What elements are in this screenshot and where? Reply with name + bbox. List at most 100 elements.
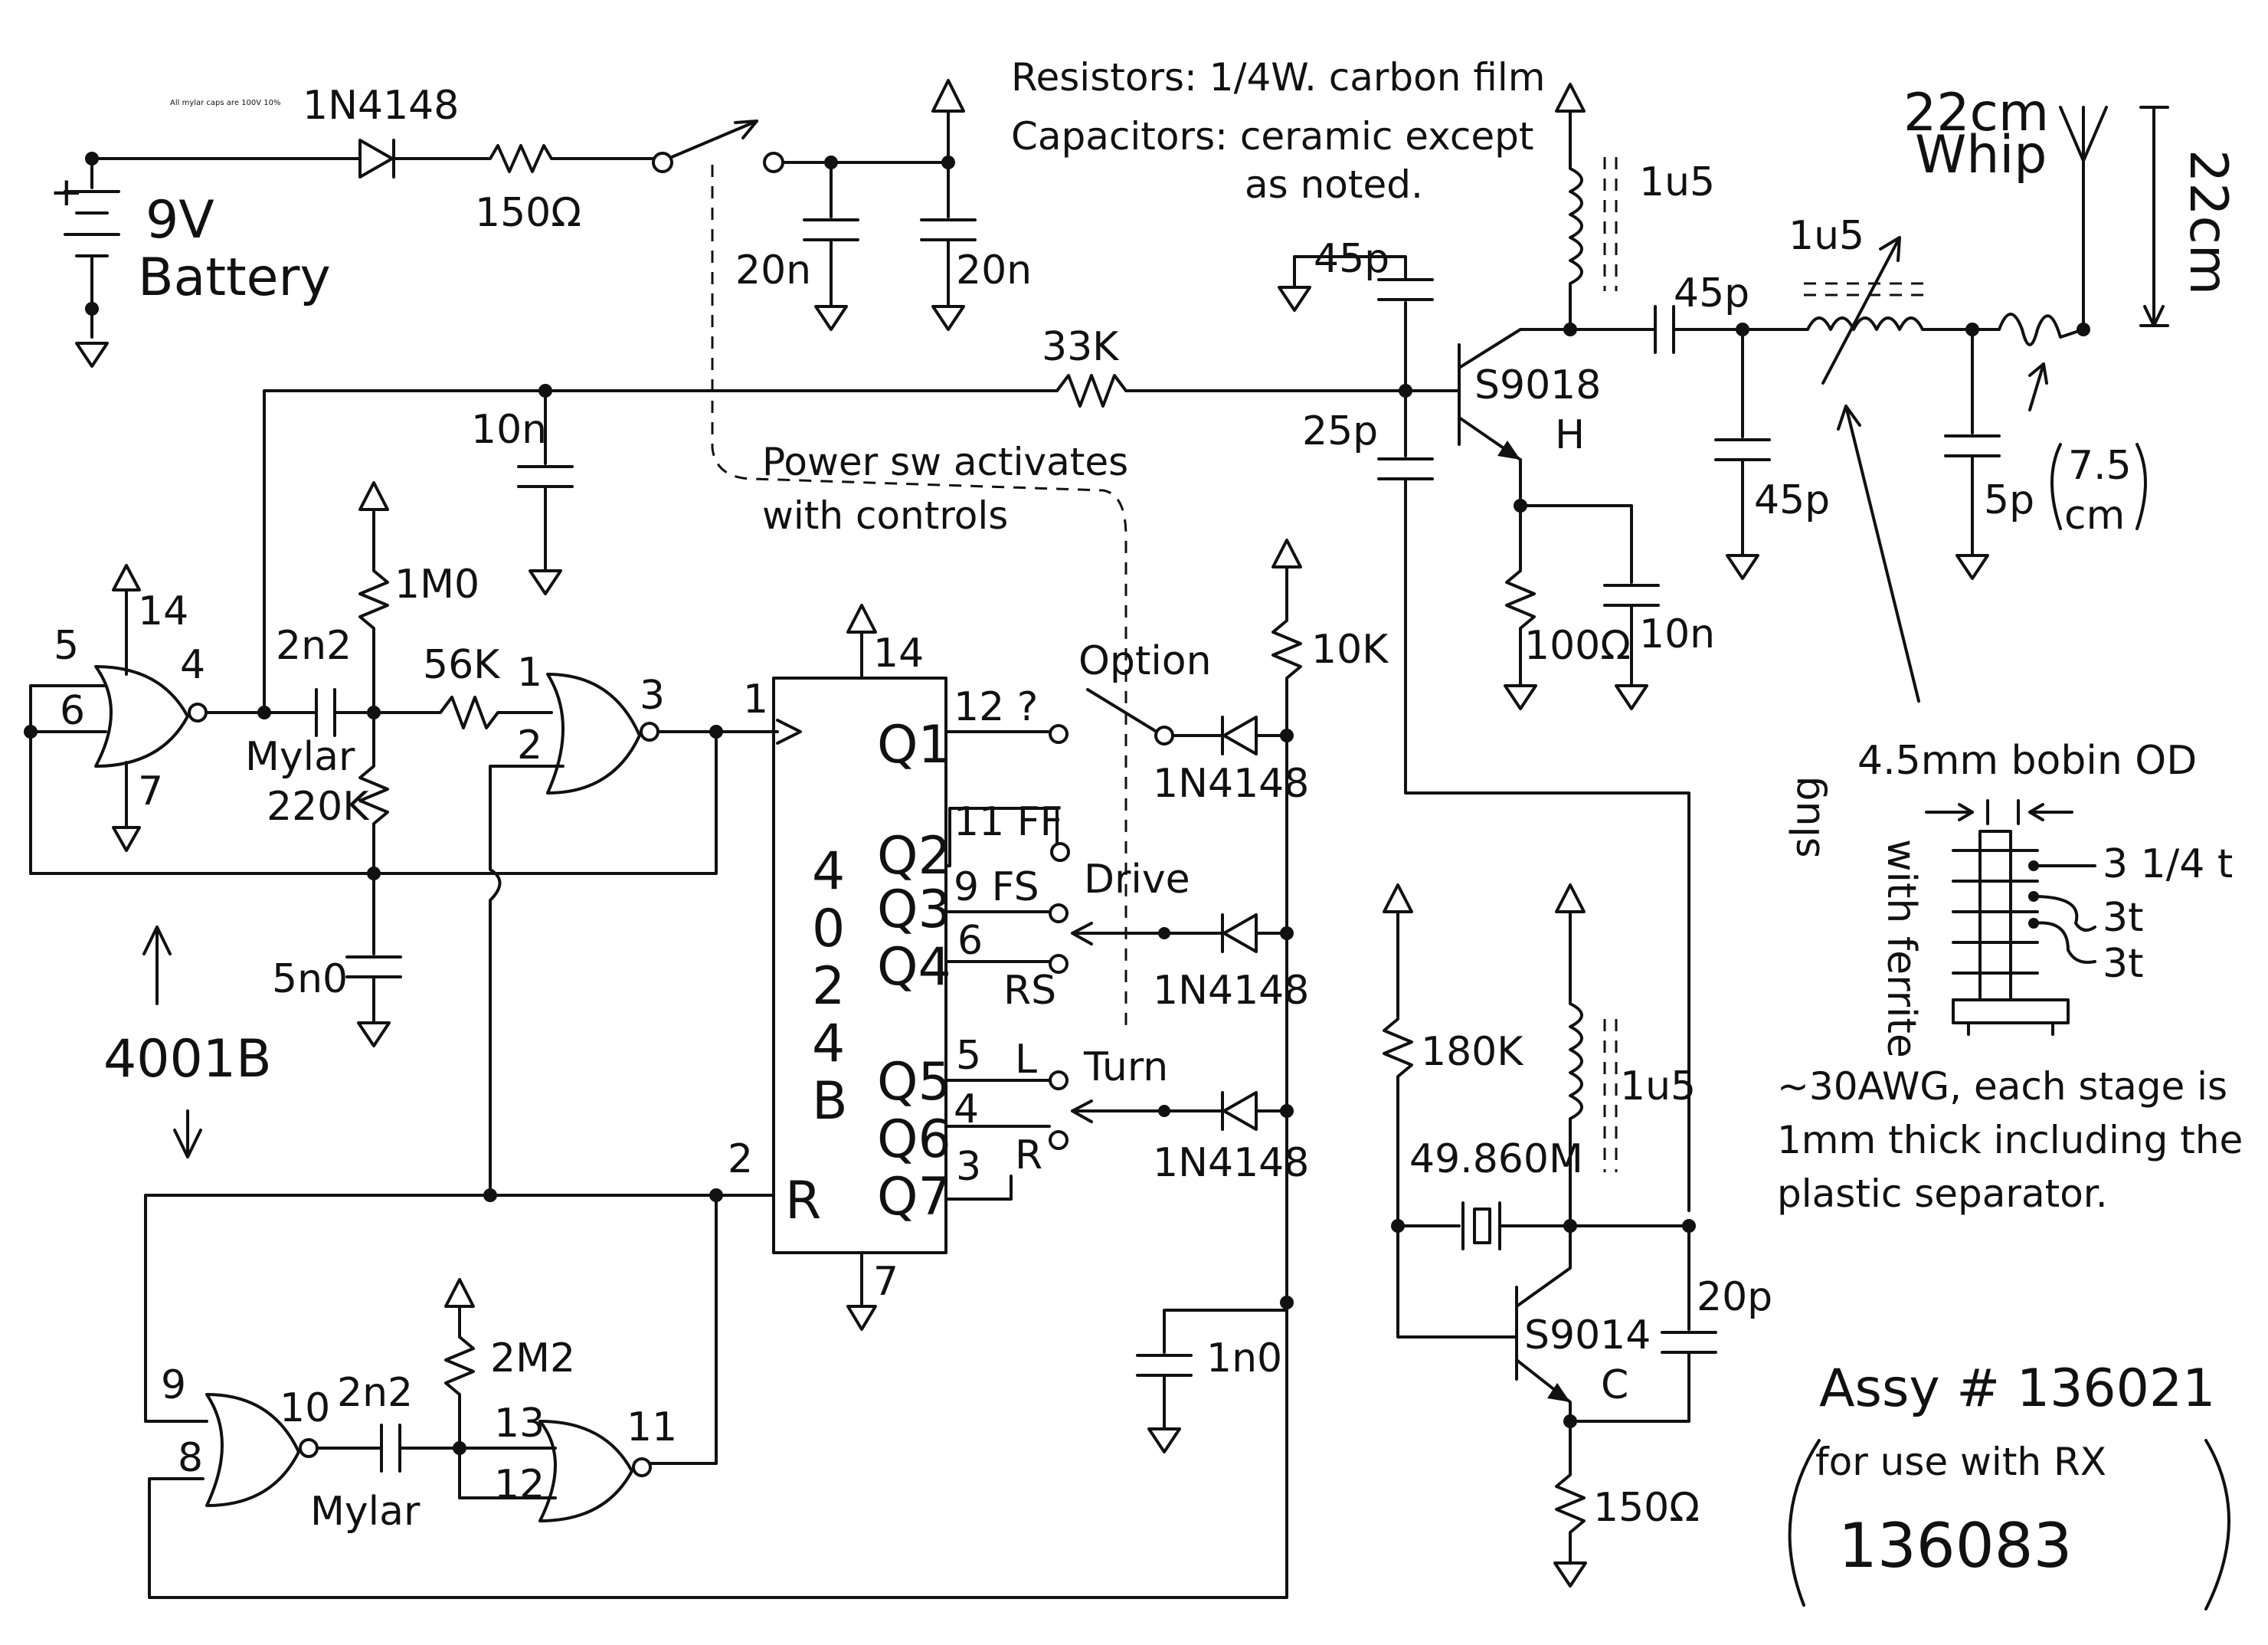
reset-oscillator-section: 9 8 10 2n2 Mylar 2M2 13 12 11 <box>144 1188 775 1535</box>
nor-gate-1 <box>94 665 189 768</box>
pin-label: 13 <box>494 1401 545 1447</box>
diode-option-label: 1N4148 <box>1153 761 1309 807</box>
diode-turn <box>1221 1091 1258 1131</box>
power-switch-note-1: Power sw activates <box>762 440 1128 484</box>
cap-10n-right-label: 10n <box>1639 611 1715 657</box>
ic-name-char: 2 <box>812 956 845 1017</box>
battery-plus: + <box>50 169 83 215</box>
transistor-s9014-grade: C <box>1601 1362 1628 1408</box>
switch-section: Option 1N4148 Drive 1N4148 Turn 1N4148 1… <box>148 539 1389 1599</box>
diode-drive-label: 1N4148 <box>1153 968 1309 1014</box>
whip-label-2: Whip <box>1915 125 2047 185</box>
ic-name-char: 4 <box>812 841 845 902</box>
cap-20n-b-label: 20n <box>956 247 1032 293</box>
pin-label: 9 <box>161 1362 186 1408</box>
transistor-s9014-label: S9014 <box>1524 1312 1651 1358</box>
nor-gate-4 <box>538 1420 633 1522</box>
pin-label: 14 <box>873 631 924 677</box>
pin-label: 3 <box>640 673 665 719</box>
resistors-note: Resistors: 1/4W. carbon film <box>1011 55 1545 100</box>
power-switch-note-2: with controls <box>762 493 1008 538</box>
pin-label: 12 ? <box>954 684 1038 730</box>
pin-label: 4 <box>180 642 205 688</box>
vplus-arrow-top <box>931 79 965 113</box>
battery-symbol <box>64 190 120 257</box>
transistor-s9018 <box>1404 328 1522 507</box>
transistor-s9014 <box>1396 1224 1572 1423</box>
switch-turn-label: Turn <box>1083 1044 1168 1090</box>
resistor-56k-label: 56K <box>423 642 501 688</box>
counter-section: 14 7 2 4 0 2 4 B R Q1 Q2 Q3 Q4 Q5 Q6 Q7 … <box>728 604 1070 1331</box>
cap-45p-c-label: 45p <box>1754 477 1830 523</box>
switch-drive-label: Drive <box>1084 857 1190 903</box>
assembly-note: Assy # 136021 for use with RX 136083 <box>1788 1358 2230 1611</box>
mylar-a-label: Mylar <box>245 734 355 780</box>
length-7-5-label: 7.5 <box>2068 443 2132 489</box>
diode-input-label: 1N4148 <box>303 83 459 129</box>
ferrite-label: with ferrite <box>1878 839 1924 1058</box>
resistor-100-label: 100Ω <box>1524 623 1631 669</box>
pin-label: 7 <box>138 768 163 814</box>
ic-reset-label: R <box>785 1171 821 1231</box>
cap-45p-a-label: 45p <box>1314 236 1389 282</box>
battery-voltage-label: 9V <box>146 190 214 251</box>
resistor-150-bot-label: 150Ω <box>1593 1485 1700 1531</box>
pin-label: RS <box>1003 968 1056 1014</box>
output-q5: Q5 <box>877 1052 951 1113</box>
cap-45p-b-label: 45p <box>1674 270 1749 316</box>
rf-stage-section: 45p 25p S9018 H 1u5 45p 45p 1u5 5p <box>1278 83 2238 1212</box>
cap-5n0-label: 5n0 <box>272 956 348 1002</box>
cap-20n-a-label: 20n <box>735 247 811 293</box>
clock-input-symbol <box>776 719 802 745</box>
pin-label: 7 <box>873 1259 898 1305</box>
resistor-10k-label: 10K <box>1311 627 1389 673</box>
length-cm-label: cm <box>2064 493 2125 539</box>
power-switch-pivot <box>652 152 673 173</box>
bobbin-label: 4.5mm bobin OD <box>1857 738 2197 784</box>
nor-gate-2 <box>546 673 641 795</box>
pin-label: 1 <box>743 677 768 723</box>
inductor-1u5-c-label: 1u5 <box>1620 1063 1696 1109</box>
power-switch-contact <box>763 152 784 173</box>
coil-detail: 4.5mm bobin OD 3 1/4 t 3t 3t slug with f… <box>1777 738 2243 1216</box>
output-q7: Q7 <box>877 1167 951 1227</box>
pin-label: 4 <box>954 1086 979 1132</box>
cap-20p-label: 20p <box>1697 1274 1772 1320</box>
crystal-label: 49.860M <box>1409 1136 1583 1182</box>
ground-symbol <box>75 342 109 368</box>
diode-drive <box>1221 913 1258 953</box>
pin-label: 12 <box>494 1462 545 1508</box>
mylar-b-label: Mylar <box>310 1489 421 1535</box>
ic-name-char: B <box>812 1071 848 1132</box>
pin-label: L <box>1015 1037 1037 1083</box>
power-input-section: All mylar caps are 100V 10% + 9V Battery… <box>50 79 1032 368</box>
pin-label: 9 FS <box>954 864 1039 910</box>
output-q3: Q3 <box>877 880 951 940</box>
turns-1-label: 3 1/4 t <box>2103 841 2233 887</box>
pin-label: 6 <box>957 918 983 964</box>
bias-line: 33K 10n <box>263 324 1412 706</box>
ic-4024b-body <box>772 677 947 1254</box>
mylar-caps-note: All mylar caps are 100V 10% <box>170 99 280 107</box>
battery-label: Battery <box>138 247 331 308</box>
wire-note-2: 1mm thick including the <box>1777 1118 2243 1162</box>
resistor-33k-label: 33K <box>1042 324 1120 370</box>
cap-25p-label: 25p <box>1302 408 1378 454</box>
assy-rx-number: 136083 <box>1838 1510 2072 1581</box>
transistor-s9018-grade: H <box>1555 412 1585 458</box>
cap-5p-label: 5p <box>1984 477 2034 523</box>
output-q4: Q4 <box>877 937 951 998</box>
diode-option <box>1221 716 1258 755</box>
pin-label: 3 <box>956 1144 981 1190</box>
output-q6: Q6 <box>877 1109 951 1170</box>
wire-note-1: ~30AWG, each stage is <box>1777 1064 2227 1109</box>
capacitors-note-1: Capacitors: ceramic except <box>1011 114 1533 159</box>
ic-name-char: 4 <box>812 1014 845 1074</box>
diode-input <box>358 139 395 179</box>
wire-note-3: plastic separator. <box>1777 1171 2108 1216</box>
inductor-1u5-a-label: 1u5 <box>1639 159 1715 205</box>
oscillator-section: 5 6 4 14 7 2n2 Mylar 56K 1M0 220K 5n0 1 … <box>24 481 779 1197</box>
resistor-180k-label: 180K <box>1421 1029 1524 1075</box>
pin-label: 6 <box>60 688 85 734</box>
